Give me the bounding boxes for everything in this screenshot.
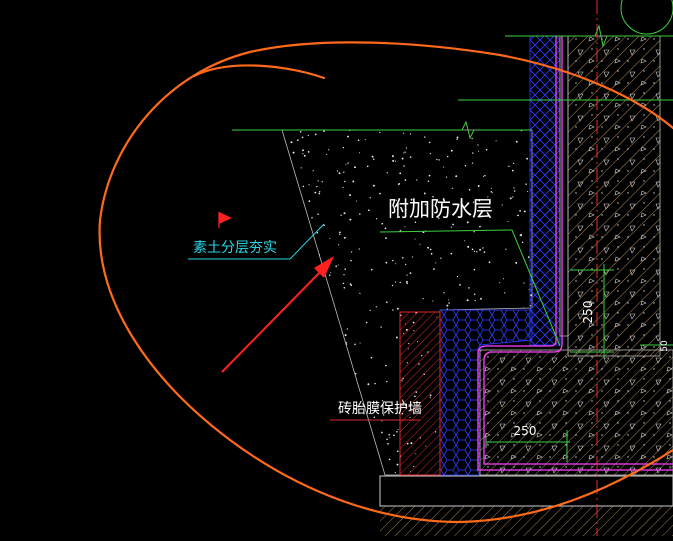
concrete-wall-triangles — [568, 36, 660, 356]
grid-bubble — [620, 0, 673, 35]
dim-side-label: 50 — [660, 340, 670, 352]
arrow-icon — [221, 256, 334, 373]
base-slab-triangles — [480, 350, 673, 475]
waterproof-layer-label: 附加防水层 — [388, 197, 493, 221]
flag-icon — [218, 212, 232, 228]
fill-label-group: 素土分层夯实 — [188, 212, 325, 260]
brick-protection-wall — [399, 311, 441, 476]
concrete-wall-left-band — [559, 35, 569, 337]
cushion-layer — [379, 475, 673, 507]
dim-horizontal-label: 250 — [514, 424, 537, 438]
annotation-ellipse — [98, 41, 673, 524]
waterproof-membrane — [477, 36, 673, 471]
dim-vertical-label: 250 — [581, 301, 595, 324]
brick-wall-label: 砖胎膜保护墙 — [338, 401, 422, 417]
green-lines — [232, 24, 673, 462]
fill-compaction-label: 素土分层夯实 — [193, 240, 277, 256]
brick-label-group: 砖胎膜保护墙 — [330, 401, 422, 421]
